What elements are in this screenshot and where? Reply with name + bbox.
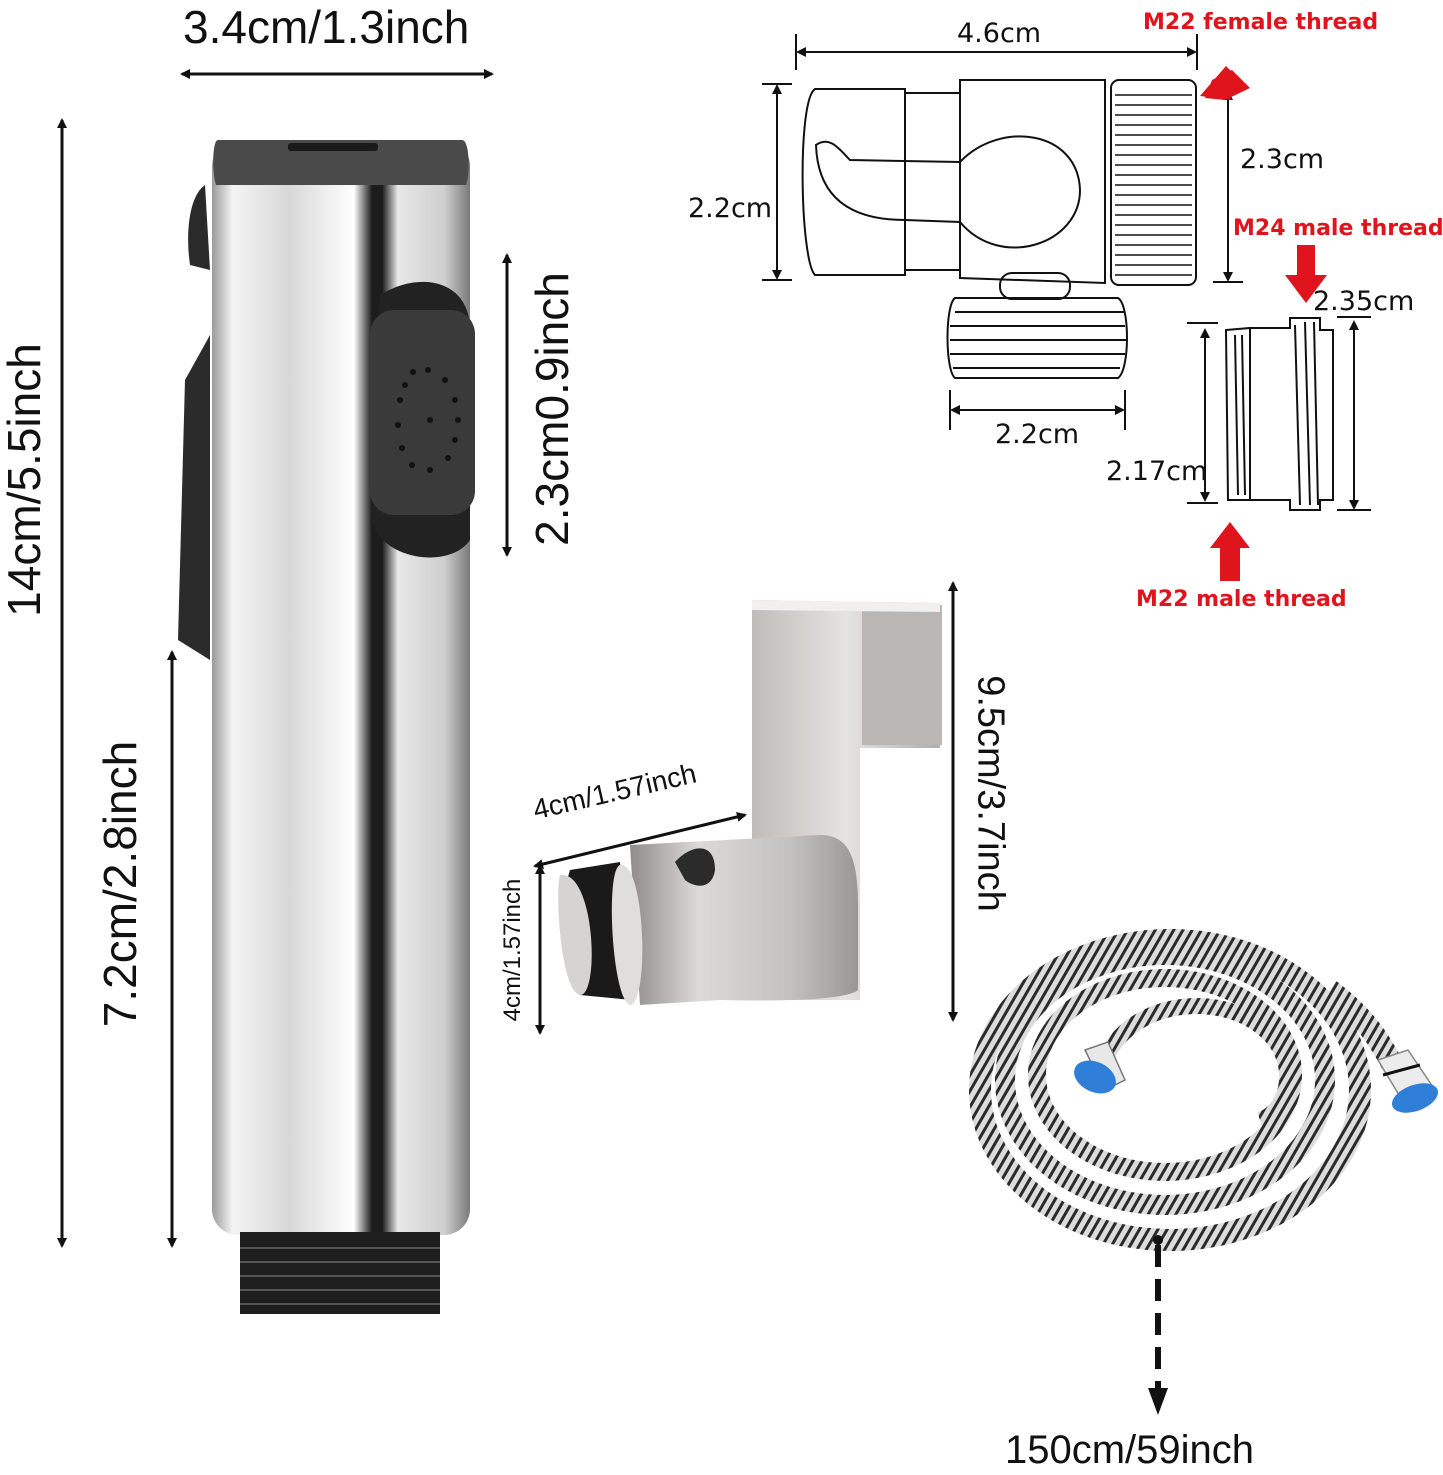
connector-inner-label: 2.17cm xyxy=(1106,456,1208,487)
adapter-drawing xyxy=(762,34,1243,430)
female-thread-label: M22 female thread xyxy=(1143,10,1379,35)
connector-drawing xyxy=(1187,316,1371,511)
sprayer-width-label: 3.4cm/1.3inch xyxy=(183,1,470,53)
hose-length-label: 150cm/59inch xyxy=(1005,1428,1255,1472)
sprayer-illustration xyxy=(178,140,475,1314)
male24-thread-arrow-icon xyxy=(1285,245,1327,303)
adapter-nut-height-label: 2.3cm xyxy=(1240,144,1325,175)
female-thread-arrow-icon xyxy=(1200,66,1250,100)
holder-illustration xyxy=(558,600,942,1005)
hose-length-arrow xyxy=(1148,1235,1168,1415)
adapter-length-label: 4.6cm xyxy=(957,18,1042,49)
hose-illustration xyxy=(969,929,1405,1251)
sprayer-button-label: 2.3cm0.9inch xyxy=(526,272,578,546)
male24-thread-label: M24 male thread xyxy=(1233,216,1443,241)
connector-outer-label: 2.35cm xyxy=(1313,286,1415,317)
hose-end-left xyxy=(1074,1041,1126,1094)
holder-height-label: 9.5cm/3.7inch xyxy=(969,675,1012,912)
adapter-left-height-label: 2.2cm xyxy=(688,193,773,224)
adapter-bottom-width-label: 2.2cm xyxy=(995,419,1080,450)
holder-depth-arrow xyxy=(533,812,747,869)
hose-end-right xyxy=(1376,1049,1438,1113)
male22-thread-arrow-icon xyxy=(1210,522,1250,581)
sprayer-height-label: 14cm/5.5inch xyxy=(0,343,50,617)
holder-width-label: 4cm/1.57inch xyxy=(499,878,526,1022)
sprayer-lower-label: 7.2cm/2.8inch xyxy=(94,740,146,1028)
male22-thread-label: M22 male thread xyxy=(1136,587,1347,612)
